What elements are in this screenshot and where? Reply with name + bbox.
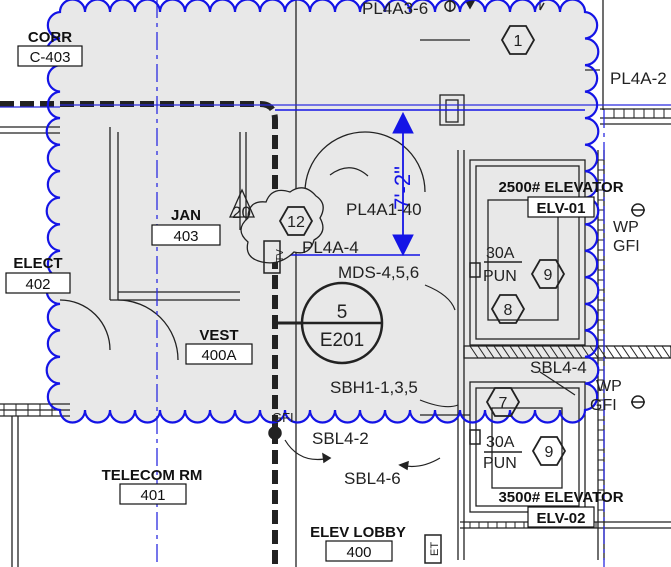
detail-callout-sheet: E201 <box>320 330 364 351</box>
circuit-pl4a2: PL4A-2 <box>610 69 667 88</box>
hex-tag-9a <box>530 259 566 289</box>
svg-text:ET: ET <box>429 542 441 556</box>
circuit-labels: PL4A3-6 PL4A-2 PL4A1-40 PL4A-4 MDS-4,5,6… <box>302 0 667 488</box>
room-name-lobby: ELEV LOBBY <box>310 524 406 541</box>
hex-tag-9b <box>531 436 567 466</box>
detail-callout <box>275 281 384 365</box>
home-run-conduits <box>0 101 278 567</box>
svg-text:WP: WP <box>596 378 622 395</box>
room-number-vest: 400A <box>201 347 236 364</box>
hex-tag-8 <box>490 294 526 324</box>
room-number-elevator1: ELV-01 <box>537 200 586 217</box>
svg-text:12: 12 <box>287 214 305 231</box>
svg-text:TV: TV <box>275 249 286 262</box>
svg-text:PUN: PUN <box>483 268 517 285</box>
revision-cloud <box>45 0 600 424</box>
pun-disconnect-2 <box>469 429 481 445</box>
room-name-vest: VEST <box>199 327 238 344</box>
room-number-elevator2: ELV-02 <box>537 510 586 527</box>
circuit-pl4a4: PL4A-4 <box>302 238 359 257</box>
svg-text:GFI: GFI <box>613 238 640 255</box>
detail-callout-number: 5 <box>337 302 348 323</box>
svg-text:30A: 30A <box>486 434 515 451</box>
dimension-text: 7'-2" <box>390 166 415 210</box>
hex-tag-texts: 1 12 9 8 7 9 <box>287 33 553 461</box>
hex-tag-7 <box>485 387 521 417</box>
room-labels: CORR C-403 JAN 403 ELECT 402 VEST 400A T… <box>5 29 624 562</box>
svg-text:1: 1 <box>514 33 523 50</box>
room-number-elect: 402 <box>25 276 50 293</box>
circuit-mds: MDS-4,5,6 <box>338 263 419 282</box>
tv-outlet-box <box>263 240 281 274</box>
pun-disconnect-1 <box>469 262 481 278</box>
room-name-jan: JAN <box>171 207 201 224</box>
room-name-elevator2: 3500# ELEVATOR <box>498 489 623 506</box>
svg-text:WP: WP <box>613 219 639 236</box>
svg-text:7: 7 <box>499 395 508 412</box>
device-symbols <box>263 0 645 564</box>
room-number-jan: 403 <box>173 228 198 245</box>
gfi-receptacle-icon <box>268 426 282 440</box>
svg-text:30A: 30A <box>486 245 515 262</box>
circuit-arrows <box>322 0 561 471</box>
room-number-lobby: 400 <box>346 544 371 561</box>
svg-text:9: 9 <box>545 444 554 461</box>
triangle-tag-20 <box>228 188 256 218</box>
room-name-corr: CORR <box>28 29 72 46</box>
svg-text:GFI: GFI <box>590 397 617 414</box>
circuit-pl4a3: PL4A3-6 <box>362 0 428 18</box>
svg-text:9: 9 <box>544 267 553 284</box>
svg-text:PUN: PUN <box>483 455 517 472</box>
circuit-sbl4-2: SBL4-2 <box>312 429 369 448</box>
et-box <box>424 534 442 564</box>
room-name-elect: ELECT <box>13 255 62 272</box>
dimension-7-2 <box>275 109 585 257</box>
hex-tags <box>278 25 567 466</box>
triangle-tag-text: 20 <box>232 203 251 222</box>
circuit-sbh: SBH1-1,3,5 <box>330 378 418 397</box>
hex-tag-1 <box>500 25 536 55</box>
svg-text:GFI: GFI <box>272 410 294 425</box>
circuit-sbl4-4: SBL4-4 <box>530 358 587 377</box>
circuit-pl4a1: PL4A1-40 <box>346 200 422 219</box>
room-number-corr: C-403 <box>30 49 71 66</box>
hex-tag-12 <box>278 206 314 236</box>
device-labels: WP GFI WP GFI GFI 30A PUN 30A PUN TV ET <box>272 219 640 556</box>
room-name-telecom: TELECOM RM <box>102 467 203 484</box>
svg-text:8: 8 <box>504 302 513 319</box>
circuit-sbl4-6: SBL4-6 <box>344 469 401 488</box>
room-number-telecom: 401 <box>140 487 165 504</box>
room-name-elevator1: 2500# ELEVATOR <box>498 179 623 196</box>
